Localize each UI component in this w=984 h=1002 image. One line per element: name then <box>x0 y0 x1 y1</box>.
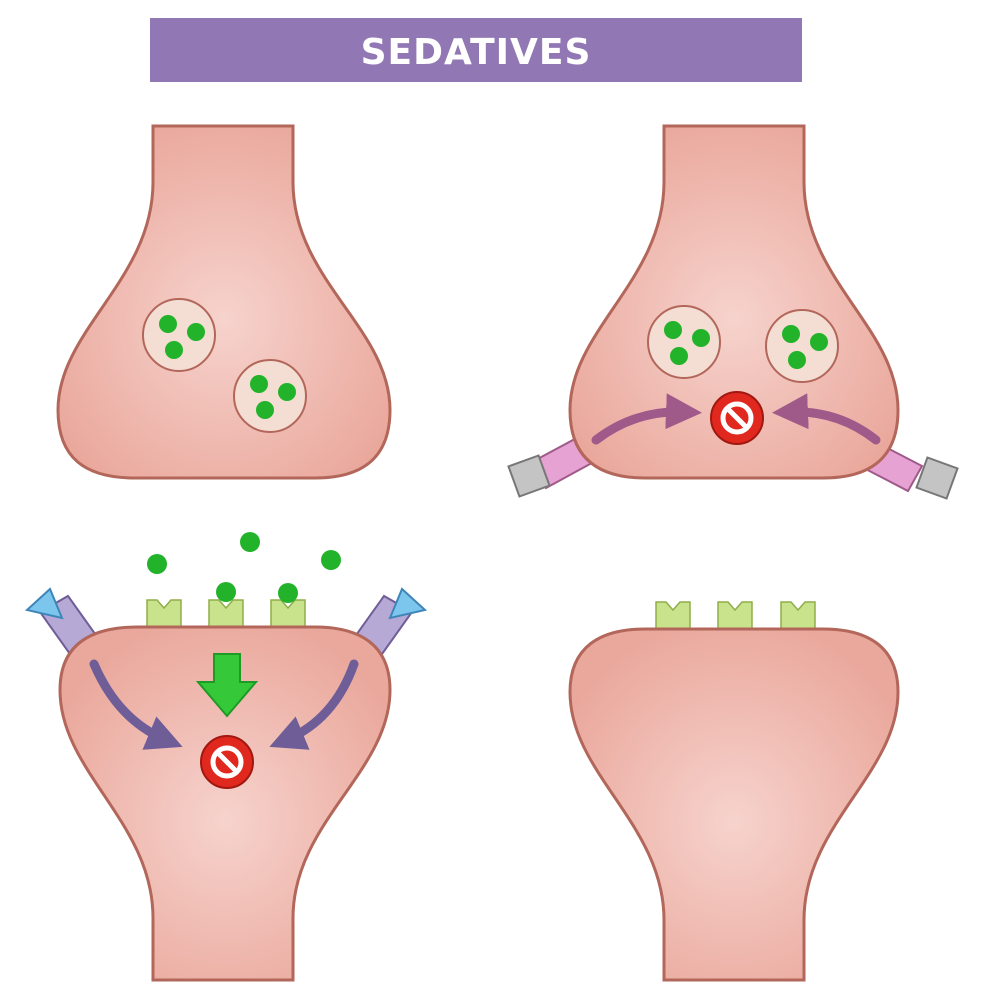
postsynaptic-terminal-right <box>568 601 900 982</box>
postsynaptic-terminal-left <box>24 532 428 982</box>
synaptic-vesicle <box>647 305 721 379</box>
sedative-molecule <box>507 454 551 498</box>
neurotransmitter-dot <box>240 532 260 552</box>
sedative-molecule <box>388 587 428 620</box>
neurotransmitter-dot <box>250 375 268 393</box>
neurotransmitter-dot <box>278 583 298 603</box>
synaptic-vesicle <box>233 359 307 433</box>
page-title: SEDATIVES <box>361 32 592 73</box>
block-icon <box>200 735 254 789</box>
curved-arrow-icon <box>89 659 183 750</box>
presynaptic-terminal-left <box>56 124 392 480</box>
curved-arrow-icon <box>591 393 702 445</box>
presynaptic-terminal-right <box>507 124 959 500</box>
block-icon <box>710 391 764 445</box>
sedative-molecule <box>915 456 959 500</box>
neurotransmitter-dot <box>147 554 167 574</box>
curved-arrow-icon <box>772 393 881 445</box>
neurotransmitter-dot <box>810 333 828 351</box>
neurotransmitter-dot <box>187 323 205 341</box>
title-banner-bg <box>150 18 802 82</box>
down-arrow-icon <box>195 653 259 718</box>
neurotransmitter-dot <box>321 550 341 570</box>
neurotransmitter-dot <box>788 351 806 369</box>
synaptic-vesicle <box>142 298 216 372</box>
postsynaptic-body <box>568 627 900 982</box>
presynaptic-body <box>568 124 900 480</box>
neurotransmitter-dot <box>159 315 177 333</box>
presynaptic-body <box>56 124 392 480</box>
neurotransmitter-dot <box>216 582 236 602</box>
neurotransmitter-dot <box>782 325 800 343</box>
neurotransmitter-dot <box>278 383 296 401</box>
synaptic-vesicle <box>765 309 839 383</box>
neurotransmitter-dot <box>692 329 710 347</box>
neurotransmitter-dot <box>256 401 274 419</box>
neurotransmitter-dot <box>165 341 183 359</box>
neurotransmitter-dot <box>670 347 688 365</box>
neurotransmitter-dot <box>664 321 682 339</box>
curved-arrow-icon <box>269 659 359 750</box>
postsynaptic-body <box>58 625 392 982</box>
title-banner: SEDATIVES <box>150 18 802 82</box>
sedative-molecule <box>24 587 64 620</box>
